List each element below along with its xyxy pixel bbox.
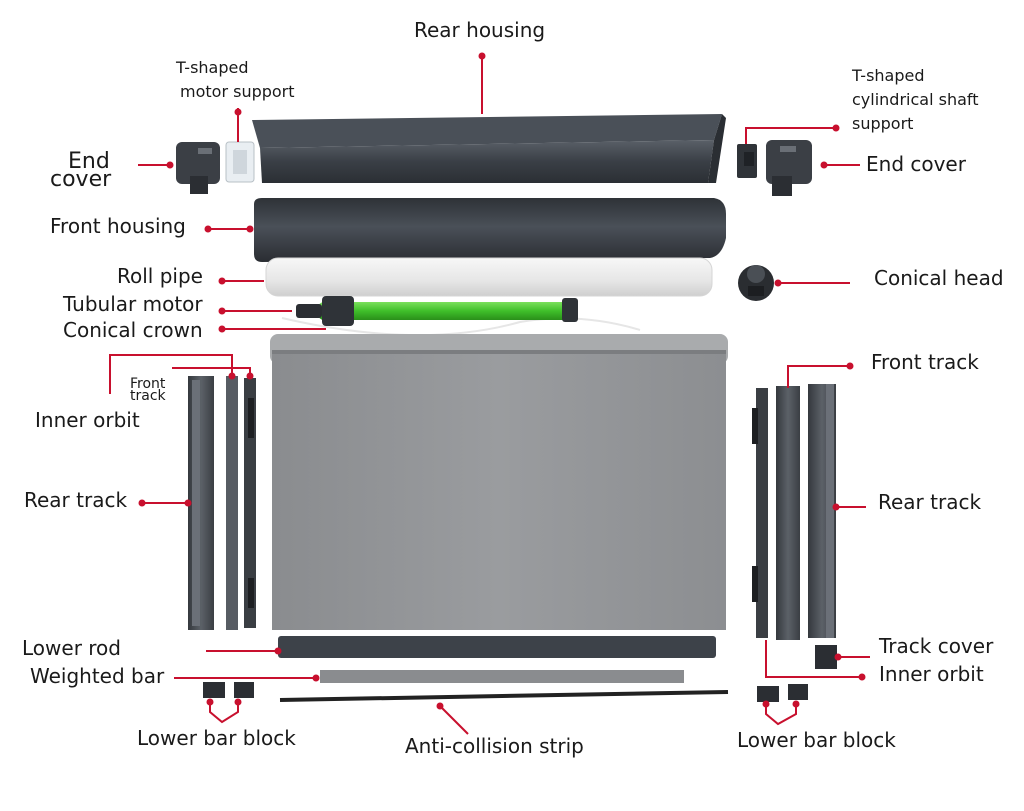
fabric-screen-part [270, 334, 728, 630]
label-t-shaft-support-line1: T-shaped [852, 66, 925, 85]
label-rear-track-left: Rear track [24, 488, 128, 512]
label-lower-bar-block-right: Lower bar block [737, 728, 896, 752]
lower-bar-block-left-part [203, 682, 254, 698]
label-anti-collision-strip: Anti-collision strip [405, 734, 584, 758]
leader-dots [138, 52, 866, 710]
label-front-track-right: Front track [871, 350, 979, 374]
conical-head-part [738, 265, 774, 301]
label-rear-housing: Rear housing [414, 18, 546, 42]
front-housing-part [254, 198, 726, 262]
label-front-housing: Front housing [50, 214, 186, 238]
label-tubular-motor: Tubular motor [63, 292, 203, 316]
label-rear-track-right: Rear track [878, 490, 982, 514]
label-lower-bar-block-left: Lower bar block [137, 726, 296, 750]
end-cover-right-part [766, 140, 812, 196]
label-track-cover: Track cover [879, 634, 994, 658]
right-track-group [752, 384, 836, 640]
label-end-cover-left-line1: End [68, 149, 110, 174]
label-t-motor-support-line1: T-shaped [176, 58, 249, 77]
tubular-motor-part [281, 296, 641, 337]
left-track-group [188, 376, 256, 630]
label-t-shaft-support-line3: support [852, 114, 914, 133]
weighted-bar-part [320, 670, 684, 683]
label-end-cover-left-line2: cover [50, 167, 112, 192]
label-end-cover-right: End cover [866, 152, 966, 176]
leader-lines [109, 56, 870, 735]
t-motor-support-part [225, 141, 255, 183]
label-front-track-left-line1: Front [130, 376, 166, 392]
label-t-shaft-support-line2: cylindrical shaft [852, 90, 979, 109]
rear-housing-part [252, 114, 726, 183]
track-cover-part [815, 645, 837, 669]
label-conical-crown: Conical crown [63, 318, 203, 342]
t-shaft-support-part [737, 144, 757, 178]
label-roll-pipe: Roll pipe [117, 264, 203, 288]
roll-pipe-part [265, 257, 713, 297]
label-lower-rod: Lower rod [22, 636, 121, 660]
lower-bar-block-right-part [757, 684, 808, 702]
label-t-motor-support-line2: motor support [180, 82, 295, 101]
anti-collision-strip-part [279, 690, 729, 702]
label-conical-head: Conical head [874, 266, 1004, 290]
label-weighted-bar: Weighted bar [30, 664, 165, 688]
label-front-track-left-line2: track [130, 388, 166, 404]
lower-rod-part [278, 636, 716, 658]
end-cover-left-part [176, 142, 220, 194]
label-inner-orbit-left: Inner orbit [35, 408, 140, 432]
label-inner-orbit-right: Inner orbit [879, 662, 984, 686]
